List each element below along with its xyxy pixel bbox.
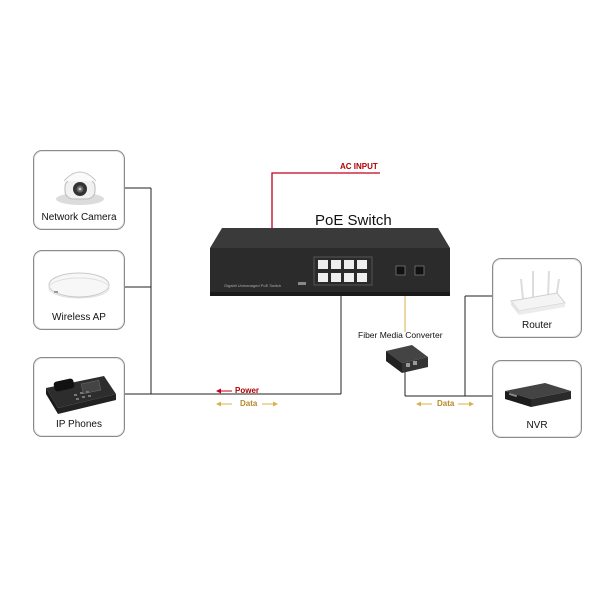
data-label-left: Data <box>240 399 258 408</box>
data-arrows-left <box>216 401 278 407</box>
ip-phones-label: IP Phones <box>56 419 102 430</box>
fiber-converter-label: Fiber Media Converter <box>358 330 443 340</box>
router-icon <box>510 270 566 315</box>
router-node: Router <box>492 258 582 338</box>
camera-icon <box>56 171 104 205</box>
wireless-ap-node: Wireless AP <box>33 250 125 330</box>
poe-switch: Gigabit Unmanaged PoE Switch <box>210 228 450 296</box>
power-label: Power <box>235 386 260 395</box>
nvr-node: NVR <box>492 360 582 438</box>
router-label: Router <box>521 320 552 331</box>
network-camera-label: Network Camera <box>41 212 117 223</box>
fiber-converter-icon <box>386 345 428 373</box>
ac-input-line <box>271 172 380 228</box>
wireless-ap-label: Wireless AP <box>52 312 106 323</box>
power-arrow <box>216 388 232 394</box>
access-point-icon <box>48 272 110 299</box>
switch-icon <box>210 228 450 296</box>
switch-title: PoE Switch <box>315 212 392 229</box>
ip-phones-node: IP Phones <box>33 357 125 437</box>
ac-input-label: AC INPUT <box>340 162 378 171</box>
data-label-right: Data <box>437 399 455 408</box>
ip-phone-icon <box>46 376 116 414</box>
nvr-label: NVR <box>526 420 548 431</box>
network-camera-node: Network Camera <box>33 150 125 230</box>
nvr-icon <box>505 383 571 407</box>
switch-faceplate-text: Gigabit Unmanaged PoE Switch <box>224 283 282 288</box>
data-arrows-right <box>416 401 474 407</box>
